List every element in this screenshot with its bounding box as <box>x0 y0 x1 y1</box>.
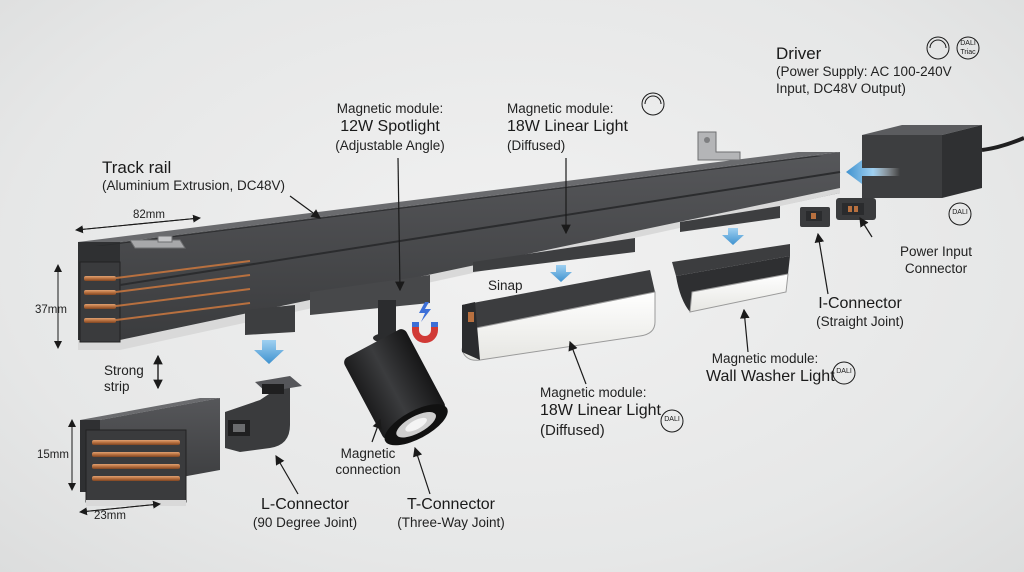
strong-strip-label-line2: strip <box>104 379 130 394</box>
dali-badge-linear: DALI <box>664 416 680 423</box>
spotlight-label-line1: Magnetic module: <box>336 101 444 116</box>
leader-lines <box>153 157 873 495</box>
power-input-label-line1: Power Input <box>899 244 973 259</box>
linear-bottom-label-line3: (Diffused) <box>540 422 605 439</box>
strong-strip <box>80 398 220 506</box>
l-connector-label-line2: (90 Degree Joint) <box>252 515 358 530</box>
linear-bottom-label-line1: Magnetic module: <box>540 385 647 400</box>
rail-attached-modules <box>245 206 780 335</box>
linear-light-module <box>461 270 656 361</box>
wall-washer-label-line2: Wall Washer Light <box>706 368 835 385</box>
spotlight-label-line3: (Adjustable Angle) <box>335 138 445 153</box>
strip-height-dimension: 15mm <box>37 449 69 461</box>
power-input-label-line2: Connector <box>904 261 968 276</box>
dali-badge-icon <box>660 36 980 433</box>
magnet-icon <box>412 322 438 343</box>
linear-bottom-label-line2: 18W Linear Light <box>540 402 661 419</box>
mounting-bracket-right <box>697 131 741 161</box>
track-rail-subtitle: (Aluminium Extrusion, DC48V) <box>102 178 286 193</box>
dimmer-icon <box>641 36 950 116</box>
magnetic-connection-label-line2: connection <box>335 462 401 477</box>
driver-line2: Input, DC48V Output) <box>776 81 906 96</box>
linear-top-label-line3: (Diffused) <box>507 138 566 153</box>
down-arrow-icon <box>254 228 744 364</box>
strip-width-dimension: 23mm <box>94 510 126 522</box>
strong-strip-label-line1: Strong <box>104 363 144 378</box>
rail-height-dimension: 37mm <box>35 304 67 316</box>
dimension-lines <box>54 214 201 516</box>
power-input-connector <box>836 198 876 220</box>
t-connector-label-line1: T-Connector <box>406 496 496 513</box>
linear-top-label-line1: Magnetic module: <box>507 101 614 116</box>
spotlight-module <box>344 300 448 446</box>
rail-width-dimension: 82mm <box>133 209 165 221</box>
driver-title: Driver <box>776 44 822 63</box>
dali-triac-badge-line2: Triac <box>960 49 976 56</box>
driver-unit <box>862 125 1024 198</box>
dali-badge-wall-washer: DALI <box>836 368 852 375</box>
spotlight-label-line2: 12W Spotlight <box>340 118 440 135</box>
lightning-icon <box>419 302 431 322</box>
i-connector <box>800 207 830 227</box>
driver-line1: (Power Supply: AC 100-240V <box>776 64 952 79</box>
wall-washer-module <box>672 244 790 313</box>
i-connector-label-line1: I-Connector <box>818 295 902 312</box>
t-connector-label-line2: (Three-Way Joint) <box>397 515 505 530</box>
driver-insert-arrow <box>846 160 900 184</box>
track-rail-title: Track rail <box>102 158 172 177</box>
magnetic-connection-label-line1: Magnetic <box>340 446 396 461</box>
dali-triac-badge-line1: DALI <box>960 40 976 47</box>
linear-top-label-line2: 18W Linear Light <box>507 118 628 135</box>
dali-badge-driver: DALI <box>952 209 968 216</box>
l-connector-label-line1: L-Connector <box>260 496 350 513</box>
l-connector <box>225 376 302 452</box>
snap-label: Sinap <box>488 278 523 293</box>
i-connector-label-line2: (Straight Joint) <box>816 314 904 329</box>
wall-washer-label-line1: Magnetic module: <box>711 351 819 366</box>
mounting-bracket-left <box>129 235 186 249</box>
